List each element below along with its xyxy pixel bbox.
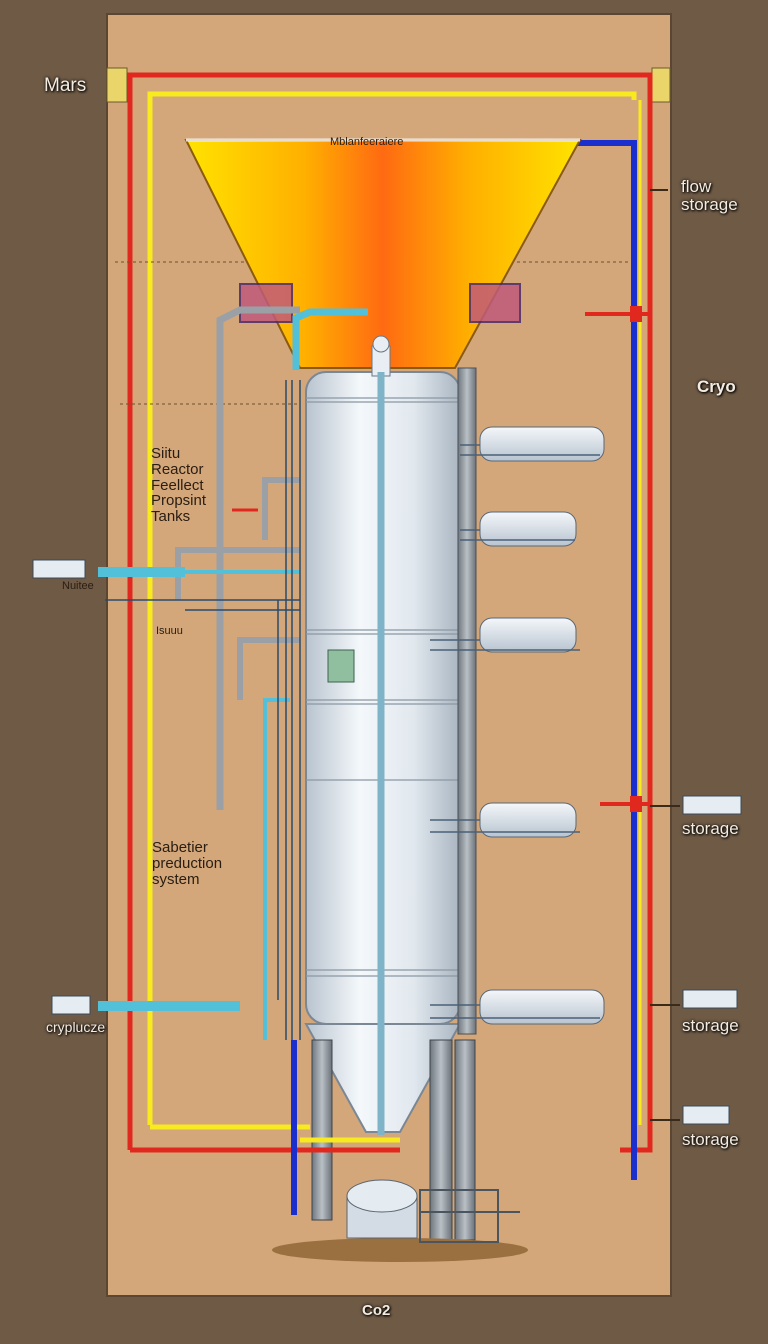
blue-return-pipe xyxy=(575,140,637,1180)
cyan-top-pipe xyxy=(292,308,368,370)
base-leg-left xyxy=(311,1039,333,1221)
left-tag-2: Isuuu xyxy=(156,625,183,637)
cryo-label: Cryo xyxy=(697,377,736,396)
grey-pipe-4 xyxy=(262,477,300,540)
storage-label-2: storage xyxy=(682,1016,739,1035)
corner-block-left xyxy=(106,67,128,103)
co2-label: Co2 xyxy=(362,1302,391,1319)
pump-frame xyxy=(419,1189,499,1243)
grey-pipe-2 xyxy=(175,547,300,600)
mesh-band-right xyxy=(469,283,521,323)
left-tag-1: Nuitee xyxy=(62,580,94,592)
base-leg-mid xyxy=(429,1039,453,1241)
grey-pipe-1 xyxy=(216,306,300,810)
storage-label-1: storage xyxy=(682,819,739,838)
storage-label-3: storage xyxy=(682,1130,739,1149)
corner-block-right xyxy=(651,67,671,103)
pump-dome xyxy=(346,1179,418,1213)
red-valve-1 xyxy=(630,306,642,322)
red-loop-pipe xyxy=(127,72,653,1153)
instrument-lines-left xyxy=(105,380,301,1040)
grey-pipe-3 xyxy=(237,637,300,700)
mars-label: Mars xyxy=(44,75,87,96)
base-leg-right xyxy=(454,1039,476,1241)
tank-display-panel xyxy=(327,649,355,683)
red-valve-2 xyxy=(630,796,642,812)
cryo-capture-label: cryplucze xyxy=(46,1019,106,1035)
tank-top-knob xyxy=(372,335,390,353)
mesh-band-left xyxy=(239,283,293,323)
cyan-vertical-pipe xyxy=(263,698,290,1040)
situ-reactor-label: Siitu Reactor Feellect Propsint Tanks xyxy=(151,445,207,525)
ground-patch xyxy=(272,1238,528,1262)
funnel-banner-label: Mblanfeeraiere xyxy=(330,136,404,148)
support-column-right xyxy=(457,367,477,1035)
instrument-plates xyxy=(32,559,742,1125)
sabatier-label: Sabetier preduction system xyxy=(152,839,223,888)
side-unit-pipes xyxy=(430,444,600,1019)
side-units xyxy=(479,426,605,1025)
yellow-loop-pipe xyxy=(147,91,637,1125)
flow-storage-label: flow storage xyxy=(681,177,738,214)
